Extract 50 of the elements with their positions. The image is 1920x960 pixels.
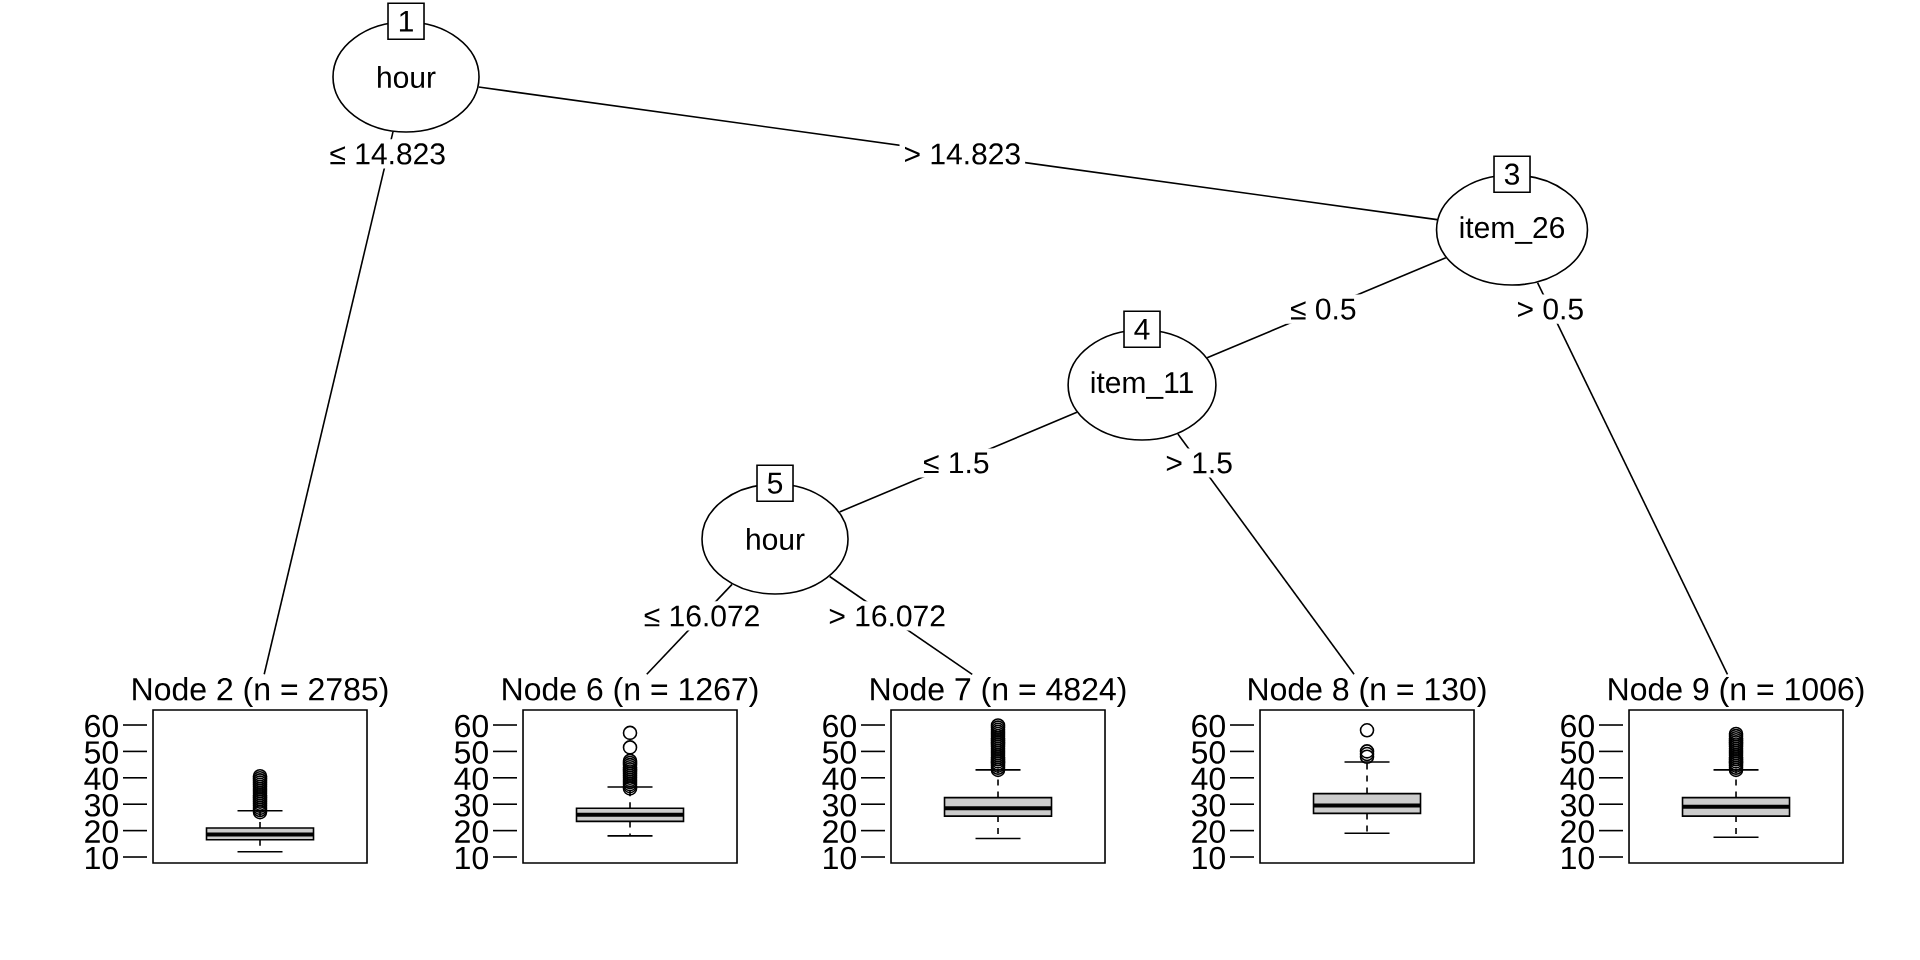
tick-label: 40 <box>1560 767 1594 791</box>
edge-label: > 0.5 <box>1512 294 1589 324</box>
edge-label: ≤ 16.072 <box>639 601 765 631</box>
tick-label: 60 <box>823 714 856 738</box>
tick-label: 60 <box>1192 714 1225 738</box>
tick-label: 10 <box>1562 846 1594 870</box>
node-number: 3 <box>1493 155 1531 193</box>
node-title: Node 2 (n = 2785) <box>133 677 388 707</box>
tick-label: 60 <box>1561 714 1594 738</box>
tick-label: 10 <box>824 846 856 870</box>
tick-label: 60 <box>85 714 118 738</box>
node-title: Node 8 (n = 130) <box>1249 677 1486 707</box>
tick-label: 40 <box>1191 767 1225 791</box>
tick-label: 20 <box>1561 820 1594 843</box>
tick-label: 40 <box>84 767 118 791</box>
tick-label: 30 <box>822 793 856 817</box>
tick-label: 50 <box>822 741 856 764</box>
edge-label: ≤ 1.5 <box>919 448 994 478</box>
branch-line <box>263 131 394 676</box>
tick-label: 30 <box>1191 793 1225 817</box>
node-number: 5 <box>756 464 794 502</box>
branch-line <box>1536 281 1729 676</box>
edge-label: > 1.5 <box>1161 448 1237 478</box>
tick-label: 20 <box>1192 820 1225 843</box>
branch-line <box>1177 433 1355 676</box>
tick-label: 40 <box>454 767 488 791</box>
tick-label: 60 <box>455 714 488 738</box>
tick-label: 50 <box>1560 741 1594 764</box>
edge-label: > 16.072 <box>824 601 950 631</box>
edge-label: ≤ 14.823 <box>325 139 451 169</box>
tick-label: 50 <box>84 741 118 764</box>
tick-label: 10 <box>86 846 118 870</box>
tick-label: 50 <box>1191 741 1225 764</box>
tick-label: 40 <box>822 767 856 791</box>
tick-label: 50 <box>454 741 488 764</box>
tick-label: 10 <box>456 846 488 870</box>
node-number: 4 <box>1123 310 1161 348</box>
tick-label: 30 <box>84 793 118 817</box>
node-title: Node 9 (n = 1006) <box>1609 677 1864 707</box>
node-title: Node 6 (n = 1267) <box>503 677 758 707</box>
tick-label: 30 <box>1560 793 1594 817</box>
tick-label: 30 <box>454 793 488 817</box>
tick-label: 10 <box>1193 846 1225 870</box>
edge-label: > 14.823 <box>899 139 1026 169</box>
tick-label: 20 <box>85 820 118 843</box>
node-number: 1 <box>387 2 425 40</box>
edge-label: ≤ 0.5 <box>1286 294 1361 324</box>
tick-label: 20 <box>455 820 488 843</box>
node-title: Node 7 (n = 4824) <box>871 677 1126 707</box>
tick-label: 20 <box>823 820 856 843</box>
